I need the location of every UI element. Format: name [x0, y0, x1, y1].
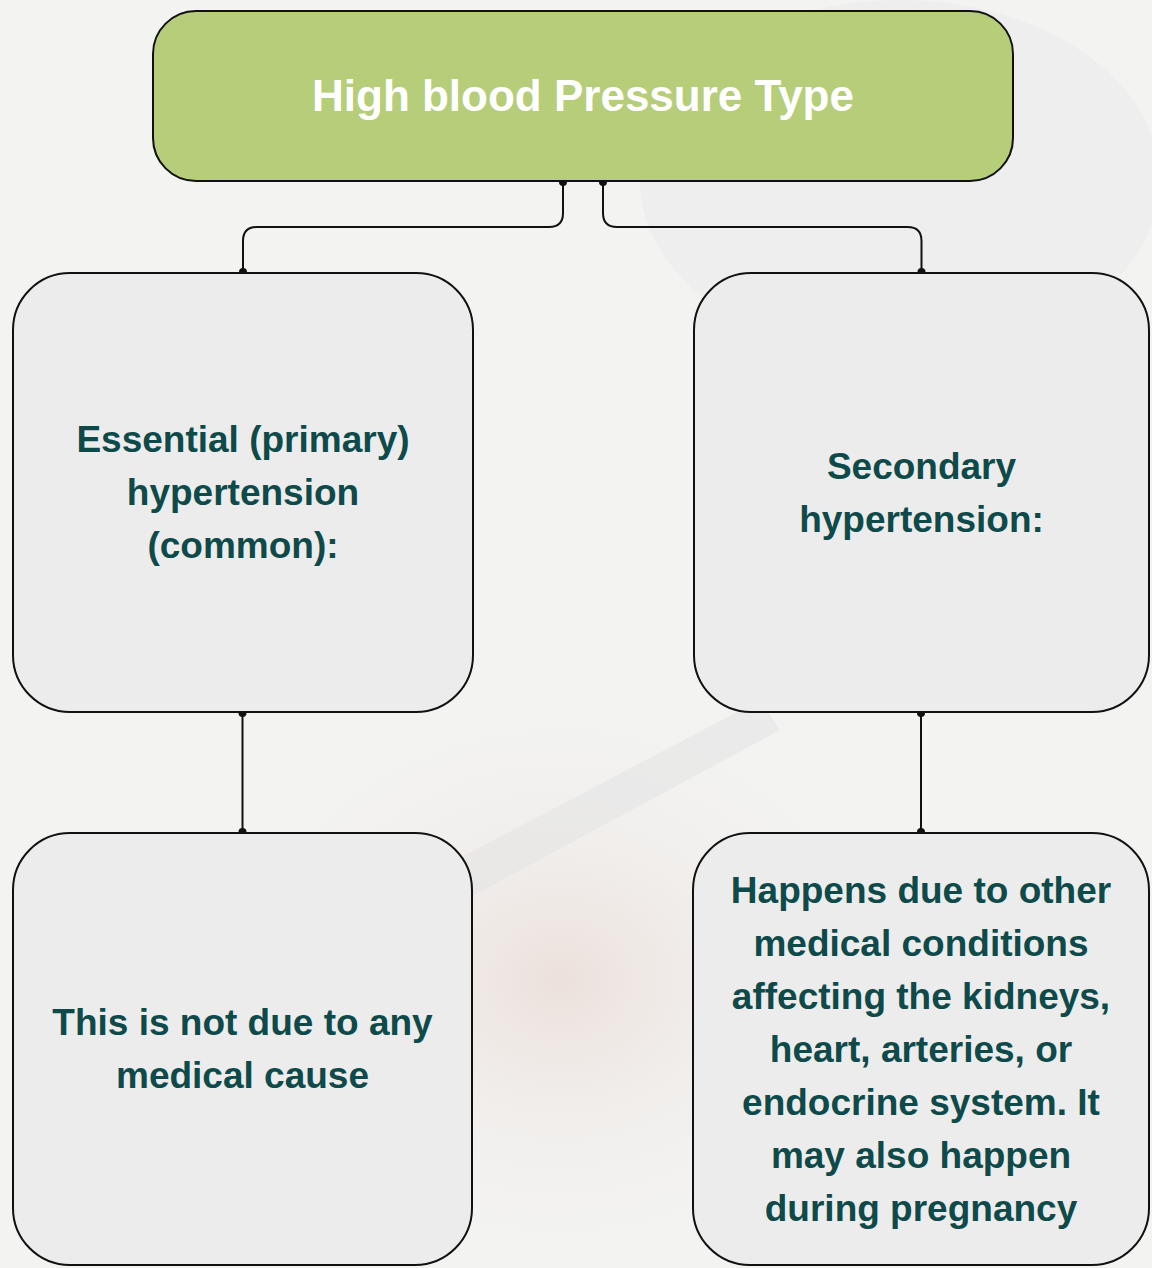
node-label: This is not due to any medical cause	[36, 996, 449, 1102]
connector-line	[920, 713, 922, 832]
connector-line	[603, 182, 922, 272]
category-box: Essential (primary) hypertension (common…	[12, 272, 474, 713]
connector-line	[243, 182, 563, 272]
description-box: Happens due to other medical conditions …	[692, 832, 1150, 1266]
title-box: High blood Pressure Type	[152, 10, 1014, 182]
node-label: High blood Pressure Type	[312, 68, 854, 124]
node-label: Secondary hypertension:	[717, 440, 1126, 546]
node-label: Essential (primary) hypertension (common…	[36, 413, 450, 572]
text-group: Happens due to other medical conditions …	[716, 864, 1126, 1235]
description-box: This is not due to any medical cause	[12, 832, 473, 1266]
node-label: Happens due to other medical conditions …	[716, 864, 1126, 1235]
connector-line	[242, 713, 244, 832]
text-group: Essential (primary) hypertension (common…	[36, 413, 450, 572]
text-group: High blood Pressure Type	[312, 68, 854, 124]
category-box: Secondary hypertension:	[693, 272, 1150, 713]
text-group: Secondary hypertension:	[717, 440, 1126, 546]
text-group: This is not due to any medical cause	[36, 996, 449, 1102]
